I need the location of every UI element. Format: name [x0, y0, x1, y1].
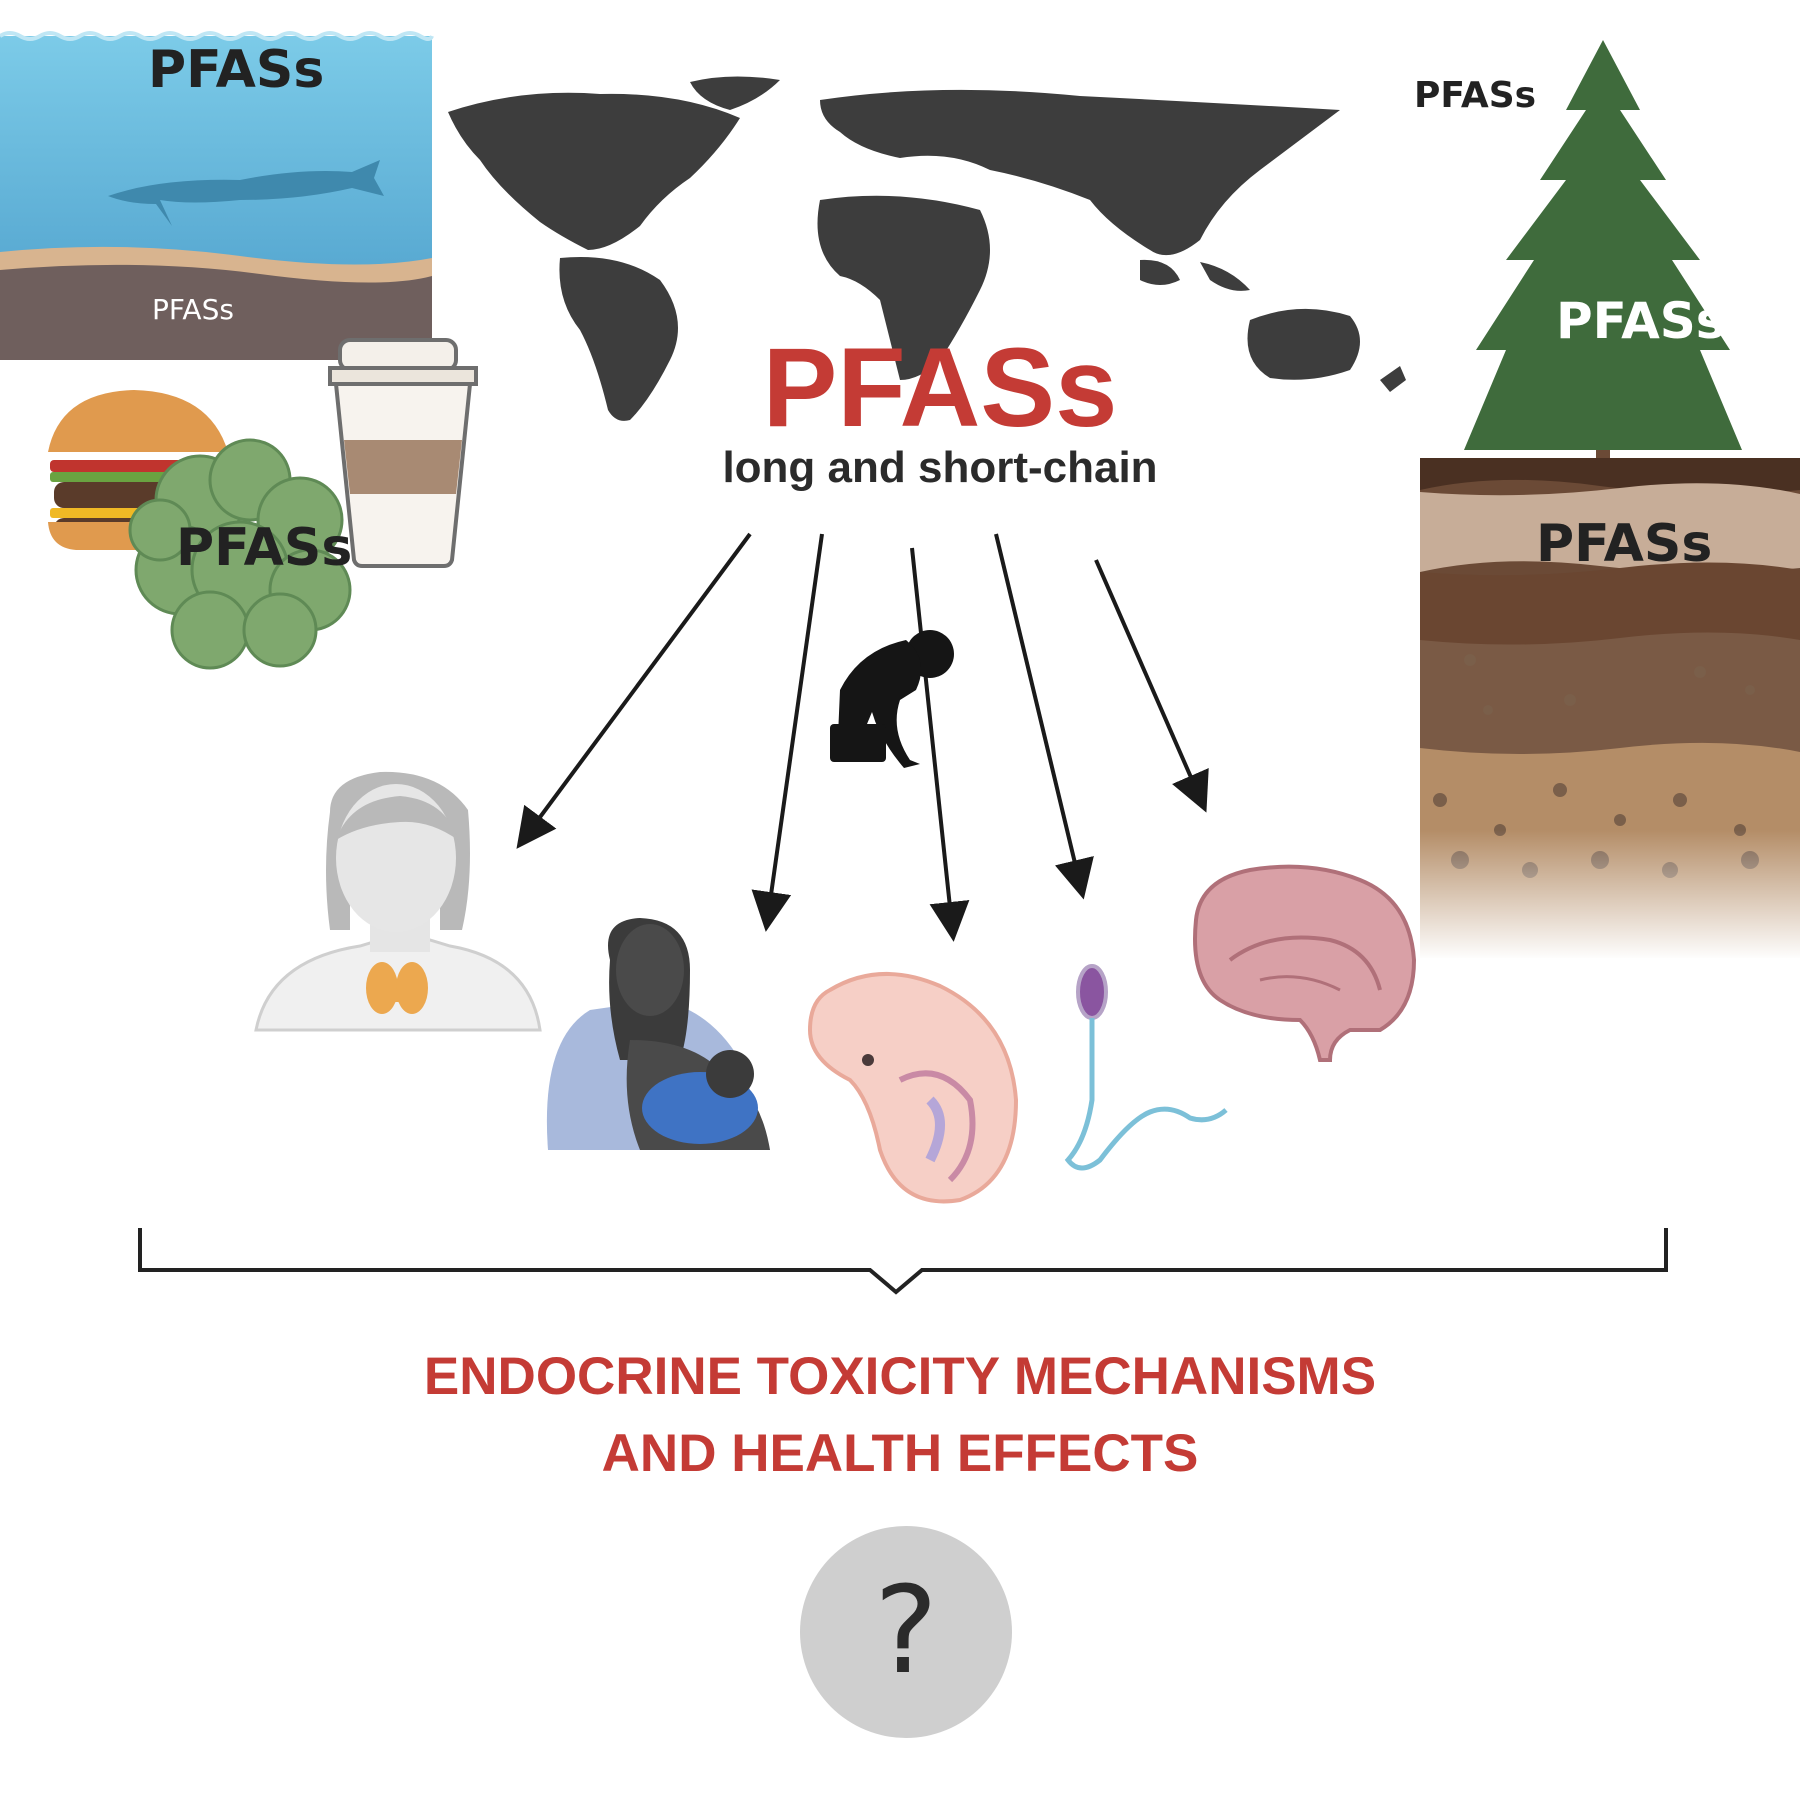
soil-label: PFASs: [1536, 514, 1713, 574]
food-label: PFASs: [176, 518, 353, 578]
outcome-line-2: AND HEALTH EFFECTS: [601, 1424, 1199, 1483]
arrows: [516, 532, 1209, 942]
arrow-to-mother: [751, 533, 824, 932]
arrow-to-embryo: [910, 547, 970, 942]
question-mark-icon: ?: [800, 1526, 1012, 1738]
brain-icon: [1193, 864, 1417, 1062]
food-group: [48, 338, 478, 670]
outcome-line-1: ENDOCRINE TOXICITY MECHANISMS: [423, 1347, 1377, 1406]
arrow-to-thyroid: [516, 532, 752, 849]
air-label: PFASs: [1414, 75, 1537, 116]
outcome-heading: ENDOCRINE TOXICITY MECHANISMS AND HEALTH…: [300, 1338, 1500, 1492]
breastfeeding-mother-icon: [546, 918, 770, 1150]
shark-icon: [108, 160, 384, 226]
lettuce-icon: [128, 438, 352, 670]
woman-thyroid-icon: [254, 771, 542, 1032]
world-map-icon: [448, 76, 1406, 421]
tree-icon: [1464, 40, 1742, 460]
outcome-bracket: [138, 1228, 1668, 1295]
thyroid-icon: [366, 962, 428, 1014]
sperm-icon: [1064, 964, 1228, 1171]
arrow-to-brain: [1094, 559, 1209, 813]
soil-layers-icon: [1420, 458, 1800, 960]
stressed-person-icon: [830, 630, 954, 768]
embryo-icon: [807, 971, 1019, 1204]
arrow-to-sperm: [994, 533, 1094, 900]
coffee-cup-icon: [328, 338, 478, 568]
water-label: PFASs: [148, 40, 325, 100]
sediment-label: PFASs: [152, 293, 234, 326]
tree-label: PFASs: [1556, 292, 1726, 350]
ocean-panel: [0, 31, 434, 360]
center-subtitle: long and short-chain: [722, 443, 1158, 492]
center-title: PFASs: [762, 325, 1118, 450]
